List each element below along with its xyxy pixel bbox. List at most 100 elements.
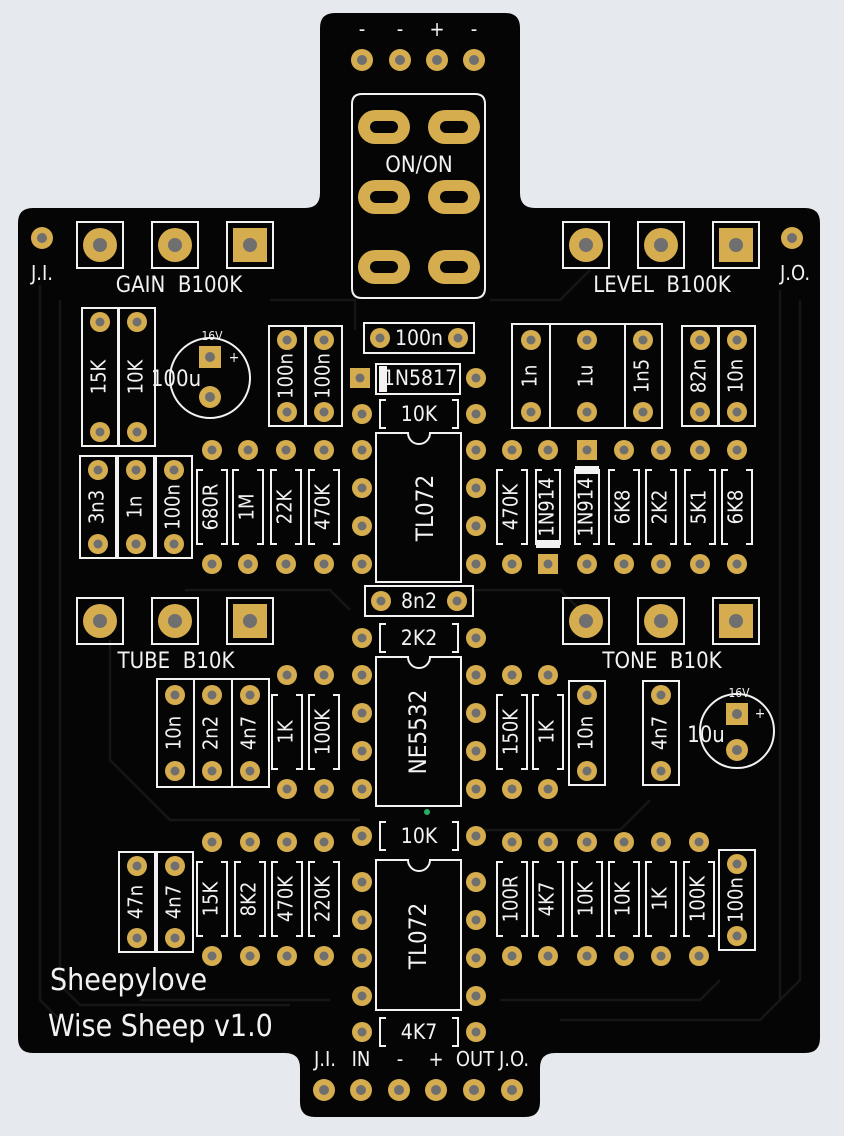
label-c100n_b: 100n (311, 353, 335, 399)
label-c10n_c: 10n (574, 716, 598, 750)
label-r10k_mid: 10K (401, 824, 438, 848)
label-c10n_b: 10n (162, 716, 186, 750)
component-c10n_a: 10n (718, 325, 756, 427)
label-c1n_a: 1n (518, 365, 542, 388)
component-r470k_b: 470K (496, 440, 528, 574)
component-r2k2_b: 2K2 (352, 623, 486, 653)
component-r1k_a: 1K (271, 665, 303, 799)
component-r1m: 1M (232, 440, 264, 574)
cap-10u-voltage: 16V (728, 686, 750, 700)
label-r15k_b: 15K (199, 880, 223, 916)
label-r1m: 1M (235, 494, 259, 521)
top-header-pin-2: - (397, 17, 404, 41)
label-r10k_b: 10K (574, 880, 598, 916)
component-r10k_b: 10K (571, 832, 603, 966)
bottom-pin-label-4: + (428, 1047, 443, 1071)
label-c100n_top: 100n (395, 326, 443, 350)
label-r6k8_b: 6K8 (724, 490, 748, 525)
label-r100k_b: 100K (686, 875, 710, 922)
component-r100k_b: 100K (683, 832, 715, 966)
cap-10u-plus: + (755, 706, 766, 722)
top-header-pin-1: - (359, 17, 366, 41)
label-r8k2: 8K2 (237, 882, 261, 917)
component-r680r: 680R (196, 440, 228, 574)
component-r22k: 22K (270, 440, 302, 574)
label-r15k: 15K (87, 358, 111, 394)
label-c4n7_b: 4n7 (648, 716, 672, 750)
component-r10k_top: 10K (352, 399, 486, 429)
label-r100k_a: 100K (311, 708, 335, 755)
component-r1k_c: 1K (645, 832, 677, 966)
label-c4n7_a: 4n7 (237, 716, 261, 750)
component-c100n_a: 100n (268, 325, 306, 427)
bottom-pin-label-3: - (397, 1047, 404, 1071)
label-c2n2: 2n2 (199, 716, 223, 750)
component-r10k_a: 10K (118, 307, 156, 447)
component-c47n: 47n (118, 851, 156, 953)
component-c3n3: 3n3 (79, 455, 117, 559)
board-title-line-2: Wise Sheep v1.0 (48, 1009, 273, 1044)
top-power-header: - - + - (351, 17, 485, 71)
label-c82n: 82n (687, 359, 711, 393)
component-r1k_b: 1K (532, 665, 564, 799)
jack-out-label: J.O. (779, 261, 810, 285)
tube-pot-label: TUBE B10K (117, 649, 236, 674)
label-r1k_b: 1K (535, 719, 559, 743)
component-r15k_b: 15K (196, 832, 228, 966)
label-r220k: 220K (311, 875, 335, 922)
ic-tl072-1: TL072 (375, 432, 462, 583)
ic2-label: NE5532 (404, 690, 432, 775)
level-pot[interactable]: LEVEL B100K (562, 221, 760, 298)
tube-pot[interactable]: TUBE B10K (76, 597, 274, 674)
label-c100n_a: 100n (274, 353, 298, 399)
component-r150k: 150K (496, 665, 528, 799)
label-r2k2_a: 2K2 (648, 490, 672, 525)
label-c4n7_c: 4n7 (162, 885, 186, 919)
component-r100k_a: 100K (308, 665, 340, 799)
label-r22k: 22K (273, 488, 297, 524)
component-c8n2: 8n2 (364, 585, 474, 617)
top-header-pin-3: + (429, 17, 444, 41)
label-r1k_a: 1K (274, 719, 298, 743)
label-d1n914_b: 1N914 (574, 477, 598, 536)
label-c47n: 47n (124, 885, 148, 919)
tone-pot-label: TONE B10K (601, 649, 722, 674)
on-on-switch[interactable]: ON/ON (351, 93, 486, 299)
label-c10n_a: 10n (724, 359, 748, 393)
label-d1n914_a: 1N914 (535, 477, 559, 536)
bottom-pin-label-1: J.I. (313, 1047, 336, 1071)
component-r8k2: 8K2 (234, 832, 266, 966)
copper-traces (38, 269, 802, 1022)
component-r6k8_b: 6K8 (721, 440, 753, 574)
label-r100r: 100R (499, 876, 523, 923)
label-c1n5: 1n5 (630, 359, 654, 393)
component-group-10n-2n2-4n7 (156, 678, 270, 788)
switch-label: ON/ON (385, 153, 452, 178)
gain-pot[interactable]: GAIN B100K (76, 221, 274, 298)
label-r470k_c: 470K (274, 875, 298, 922)
electrolytic-cap-10u: 16V + 10u (687, 686, 775, 769)
component-d1n914_a: 1N914 (535, 440, 561, 574)
component-c1n_b: 1n (117, 455, 155, 559)
label-r470k_b: 470K (499, 483, 523, 530)
label-r470k_a: 470K (311, 483, 335, 530)
component-c4n7_b: 4n7 (642, 680, 680, 786)
electrolytic-cap-100u: 16V + 100u (151, 329, 251, 419)
label-r6k8_a: 6K8 (611, 490, 635, 525)
tone-pot[interactable]: TONE B10K (562, 597, 760, 674)
component-r100r: 100R (496, 832, 528, 966)
ic1-label: TL072 (411, 475, 439, 542)
label-r10k_a: 10K (124, 358, 148, 394)
board-title-line-1: Sheepylove (50, 963, 207, 998)
component-c100n_b: 100n (305, 325, 343, 427)
component-r10k_mid: 10K (352, 821, 486, 851)
bottom-io-header: J.I. IN - + OUT J.O. (313, 1047, 529, 1101)
component-r470k_c: 470K (271, 832, 303, 966)
label-c1u: 1u (574, 365, 598, 388)
ic3-label: TL072 (404, 903, 432, 970)
component-r2k2_a: 2K2 (645, 440, 677, 574)
component-group-1n-1u-1n5 (511, 323, 663, 429)
label-c1n_b: 1n (123, 496, 147, 519)
label-r150k: 150K (499, 708, 523, 755)
label-d1n5817: 1N5817 (383, 366, 457, 390)
